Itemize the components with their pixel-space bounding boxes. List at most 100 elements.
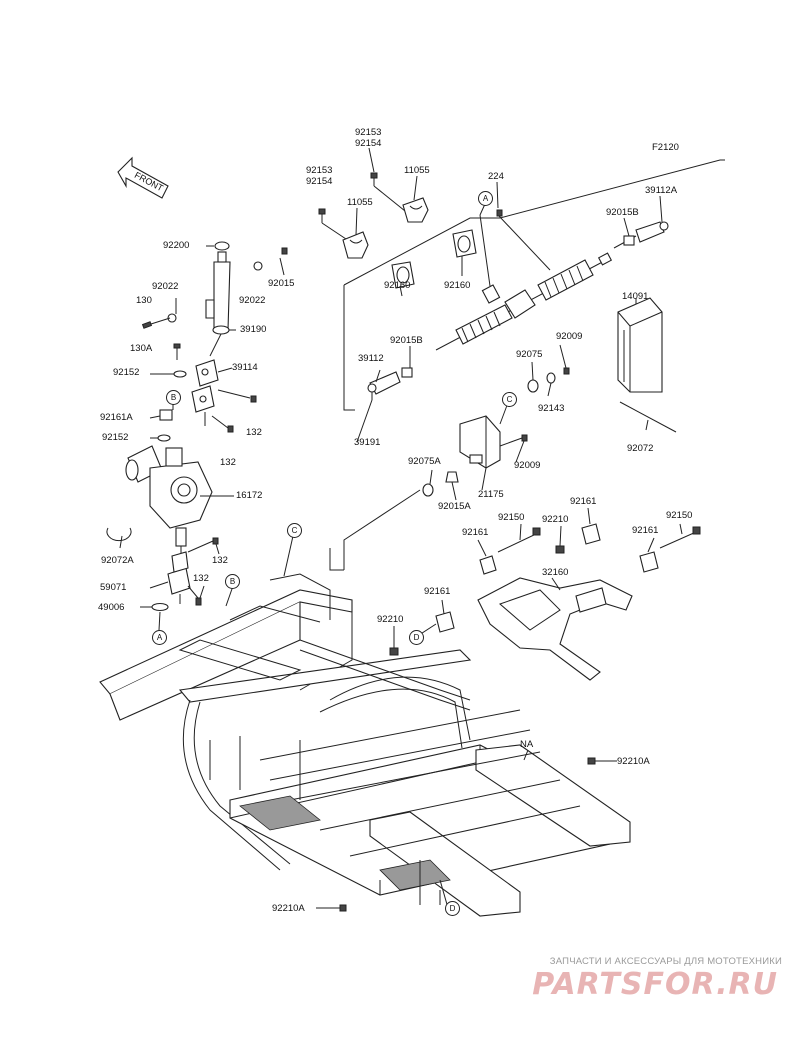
label-92015a: 92015A xyxy=(438,501,471,512)
label-130: 130 xyxy=(136,295,152,306)
watermark-caption: ЗАПЧАСТИ И АКСЕССУАРЫ ДЛЯ МОТОТЕХНИКИ xyxy=(549,956,782,967)
label-92152-a: 92152 xyxy=(113,367,140,378)
label-na: NA xyxy=(520,739,534,750)
label-92009-b: 92009 xyxy=(514,460,541,471)
bolt-92150-right xyxy=(659,526,701,549)
bolt-92153 xyxy=(370,172,378,186)
bolt-92210a-left xyxy=(339,904,347,912)
label-92009-a: 92009 xyxy=(556,331,583,342)
ref-circle-d-bottom: D xyxy=(445,901,460,916)
label-92015b-b: 92015B xyxy=(390,335,423,346)
washer-92022-left xyxy=(167,313,177,323)
ecu-21175 xyxy=(459,415,501,469)
bushing-92161-4 xyxy=(435,611,455,633)
label-11055-b: 11055 xyxy=(347,197,373,208)
nut-92210-a xyxy=(555,545,565,554)
label-224: 224 xyxy=(488,171,504,182)
label-92210-a: 92210 xyxy=(542,514,569,525)
screw-224 xyxy=(496,209,551,271)
label-92154-a: 92154 xyxy=(355,138,382,149)
bushing-92161-1 xyxy=(479,555,497,575)
bolt-92009-top xyxy=(563,367,570,375)
bolt-92015-top xyxy=(281,247,288,255)
clamp-92072a xyxy=(106,527,132,542)
label-92160-a: 92160 xyxy=(384,280,411,291)
label-39112: 39112 xyxy=(358,353,384,364)
label-92015b-a: 92015B xyxy=(606,207,639,218)
collar-92075 xyxy=(527,379,539,393)
ref-circle-a-bottom: A xyxy=(152,630,167,645)
steering-column xyxy=(205,241,231,357)
label-92154-b: 92154 xyxy=(306,176,333,187)
cover-14091 xyxy=(617,297,663,393)
label-92210a-b: 92210A xyxy=(272,903,305,914)
label-92200: 92200 xyxy=(163,240,190,251)
eps-unit-16172 xyxy=(125,445,213,560)
washer-92152-lower xyxy=(157,434,171,442)
ref-circle-a-top: A xyxy=(478,191,493,206)
label-92152-b: 92152 xyxy=(102,432,129,443)
seal-49006 xyxy=(151,602,169,612)
nut-92015b-right xyxy=(623,235,635,246)
label-92022-a: 92022 xyxy=(152,281,179,292)
label-132-a: 132 xyxy=(246,427,262,438)
ref-circle-c-bottom: C xyxy=(287,523,302,538)
bolt-132-joint xyxy=(187,585,202,606)
clamp-11055-right xyxy=(402,197,429,223)
label-92075: 92075 xyxy=(516,349,543,360)
strap-92072 xyxy=(619,401,677,433)
label-92160-b: 92160 xyxy=(444,280,471,291)
label-92210-b: 92210 xyxy=(377,614,404,625)
nut-92210-b xyxy=(389,647,399,656)
label-92210a-a: 92210A xyxy=(617,756,650,767)
label-92161-a: 92161 xyxy=(570,496,597,507)
bolt-92150-left xyxy=(497,527,541,553)
label-130a: 130A xyxy=(130,343,153,354)
watermark-brand: PARTSFOR.RU xyxy=(532,967,778,1002)
frame xyxy=(99,573,631,917)
bolt-132-mid xyxy=(211,415,234,433)
bolt-130 xyxy=(141,317,171,329)
label-92072a: 92072A xyxy=(101,555,134,566)
label-92015: 92015 xyxy=(268,278,295,289)
label-92161-b: 92161 xyxy=(632,525,659,536)
washer-92143 xyxy=(546,372,556,384)
label-16172: 16172 xyxy=(236,490,263,501)
label-92153-a: 92153 xyxy=(355,127,382,138)
label-92150-a: 92150 xyxy=(498,512,525,523)
nut-92015b-left xyxy=(401,367,413,378)
bushing-92161-3 xyxy=(639,551,659,573)
u-joint-39114 xyxy=(191,359,219,426)
nut-92161a xyxy=(159,409,173,421)
label-92143: 92143 xyxy=(538,403,565,414)
nut-92015a xyxy=(445,471,459,483)
label-59071: 59071 xyxy=(100,582,127,593)
bushing-92160-left xyxy=(391,261,415,289)
washer-92152-top xyxy=(173,370,187,378)
label-92161-c: 92161 xyxy=(462,527,489,538)
joint-59071 xyxy=(167,551,191,604)
label-32160: 32160 xyxy=(542,567,569,578)
label-132-b: 132 xyxy=(220,457,236,468)
label-92161a: 92161A xyxy=(100,412,133,423)
a-arm-32160 xyxy=(477,577,633,681)
label-49006: 49006 xyxy=(98,602,125,613)
bolt-130a xyxy=(173,343,181,360)
label-14091: 14091 xyxy=(622,291,649,302)
tie-rod-end-39112a xyxy=(613,221,669,249)
bolt-92153-b xyxy=(318,208,326,223)
label-92075a: 92075A xyxy=(408,456,441,467)
label-132-c: 132 xyxy=(212,555,228,566)
label-92072: 92072 xyxy=(627,443,654,454)
label-132-d: 132 xyxy=(193,573,209,584)
label-92153-b: 92153 xyxy=(306,165,333,176)
collar-92075a xyxy=(422,483,434,497)
bolt-92009 xyxy=(499,434,528,447)
label-39114: 39114 xyxy=(232,362,258,373)
label-39190: 39190 xyxy=(240,324,267,335)
label-39191: 39191 xyxy=(354,437,381,448)
front-arrow-icon: FRONT xyxy=(117,156,169,199)
bolt-132-upper xyxy=(217,389,257,403)
